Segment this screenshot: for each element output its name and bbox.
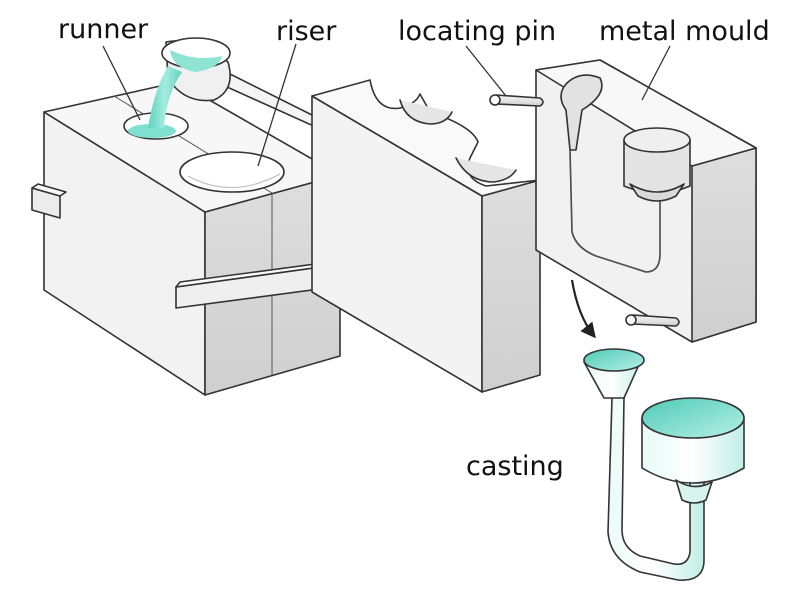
leader-lines xyxy=(102,43,671,167)
locating-pin-upper xyxy=(489,94,544,107)
assembled-mould xyxy=(31,37,361,396)
label-casting: casting xyxy=(466,451,564,482)
label-locating-pin: locating pin xyxy=(398,16,557,47)
label-riser: riser xyxy=(276,16,337,47)
process-arrow xyxy=(570,279,596,339)
locating-pin-lower xyxy=(625,314,680,327)
mould-half-middle xyxy=(311,79,541,393)
label-metal-mould: metal mould xyxy=(599,16,770,47)
metal-mould-half xyxy=(535,59,757,343)
label-runner: runner xyxy=(58,14,149,45)
casting-part xyxy=(583,348,745,581)
